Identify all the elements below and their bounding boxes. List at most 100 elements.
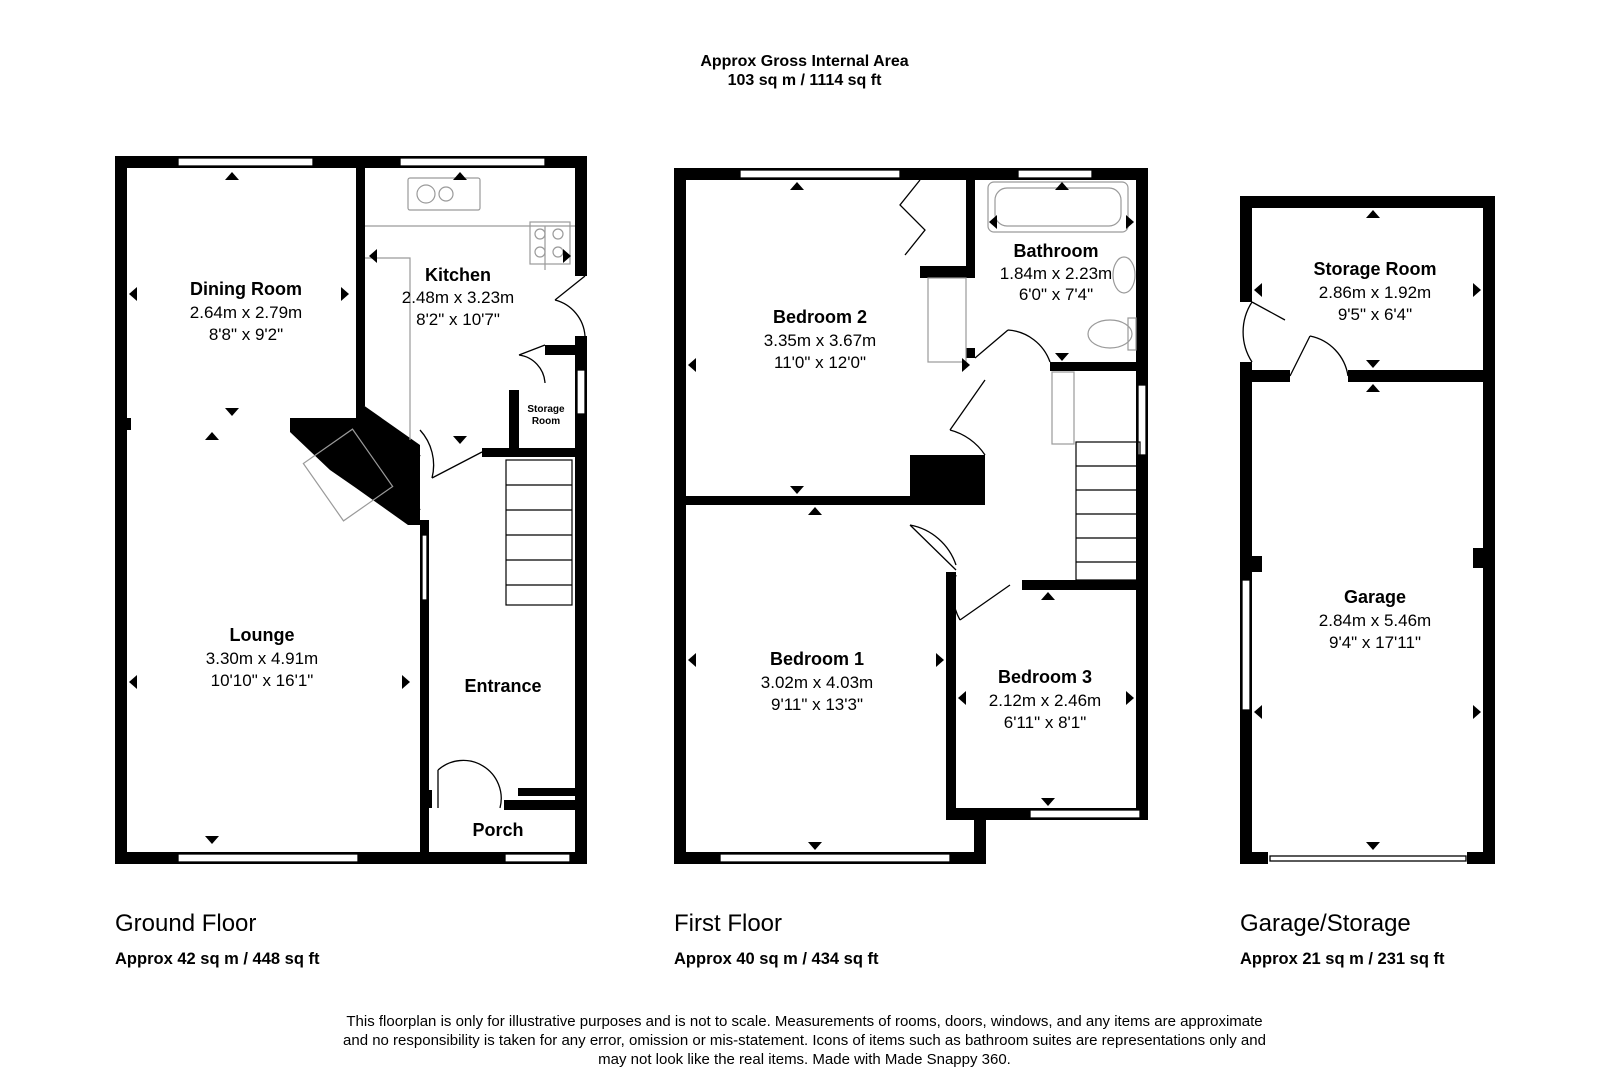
bed1-door-swing [909,524,957,571]
bath-inner [994,187,1122,227]
first-stairs [1075,441,1141,581]
dining-room-metric: 2.64m x 2.79m [190,303,302,322]
toilet [1087,319,1133,349]
storage-door-swing [518,344,546,384]
lounge-name: Lounge [230,625,295,645]
measure-arrow [1366,384,1380,392]
measure-arrow [341,287,349,301]
bedroom3-name: Bedroom 3 [998,667,1092,687]
bathroom-name: Bathroom [1014,241,1099,261]
gross-area-value: 103 sq m / 1114 sq ft [727,72,882,89]
bedroom2-name: Bedroom 2 [773,307,867,327]
window [177,157,314,167]
wall [1252,556,1262,572]
dining-room-name: Dining Room [190,279,302,299]
wall [674,168,686,864]
storage-room-metric: 2.86m x 1.92m [1319,283,1431,302]
garage-imperial: 9'4" x 17'11" [1329,633,1421,652]
disclaimer-line-3: may not look like the real items. Made w… [598,1051,1011,1068]
windows-group [177,157,1467,863]
wall [1240,196,1252,302]
wall [115,156,127,864]
measure-arrow [1041,592,1055,600]
cupboard-door [899,179,926,256]
measure-arrow [1473,705,1481,719]
measure-arrow [808,842,822,850]
porch-name: Porch [472,820,523,840]
wall [575,156,587,276]
measure-arrow [1254,283,1262,297]
back-door-swing [554,275,586,337]
measure-arrow [936,653,944,667]
kitchen-metric: 2.48m x 3.23m [402,288,514,307]
stairs-group [505,441,1141,606]
wall [420,790,432,808]
measure-arrow [369,249,377,263]
measure-arrow [1041,798,1055,806]
kitchen-imperial: 8'2" x 10'7" [416,310,500,329]
measure-arrow [453,436,467,444]
window [177,853,359,863]
wall [509,390,519,448]
kitchen-name: Kitchen [425,265,491,285]
cistern [1127,317,1137,351]
hob-ring [534,228,546,240]
bed2-door-swing [949,379,986,456]
measure-arrow [205,836,219,844]
porch-door-swing [437,759,502,809]
measure-arrow [205,432,219,440]
measure-arrow [129,675,137,689]
bedroom2-imperial: 11'0" x 12'0" [774,353,866,372]
measure-arrow [1126,691,1134,705]
wall [1022,580,1148,590]
bed3-door-swing [952,574,1011,621]
doors-group [412,179,1349,809]
window [576,369,586,415]
measure-arrow [225,172,239,180]
window [1017,169,1093,179]
bedroom3-imperial: 6'11" x 8'1" [1004,713,1087,732]
hob-ring [534,246,546,258]
walls-group [115,156,1495,864]
bedroom3-metric: 2.12m x 2.46m [989,691,1101,710]
gross-area-title: Approx Gross Internal Area [700,53,909,70]
wall [420,520,429,852]
measure-arrow [1366,360,1380,368]
measure-arrow [453,172,467,180]
hob-ring [552,228,564,240]
bedroom1-metric: 3.02m x 4.03m [761,673,873,692]
disclaimer-line-2: and no responsibility is taken for any e… [343,1032,1266,1049]
measure-arrow [563,249,571,263]
bathroom-imperial: 6'0" x 7'4" [1019,285,1093,304]
hob [529,221,571,265]
wall [1467,852,1495,864]
bedroom1-imperial: 9'11" x 13'3" [771,695,863,714]
kitchen-door-swing [419,429,483,479]
ground-stairs [505,459,573,606]
sink-bowl [438,186,454,202]
bathroom-metric: 1.84m x 2.23m [1000,264,1112,283]
measure-arrow [1473,283,1481,297]
bedroom2-metric: 3.35m x 3.67m [764,331,876,350]
wall [674,496,910,505]
gross-area-header: Approx Gross Internal Area 103 sq m / 11… [0,52,1609,90]
measure-arrow [688,653,696,667]
first-floor-area: Approx 40 sq m / 434 sq ft [674,950,879,968]
wall [1348,370,1495,382]
measure-arrow [989,215,997,229]
window [1137,384,1147,456]
measure-arrows-group [129,172,1481,850]
garage-int-door-swing [1289,335,1349,377]
fireplace [302,428,394,522]
airing-cupboard [1051,371,1075,445]
measure-arrow [1055,182,1069,190]
wall [356,156,365,406]
wall [1240,370,1290,382]
wall [910,455,985,505]
dining-room-imperial: 8'8" x 9'2" [209,325,283,344]
bath [987,181,1129,233]
measure-arrow [1366,210,1380,218]
wall [974,808,986,864]
measure-arrow [790,486,804,494]
